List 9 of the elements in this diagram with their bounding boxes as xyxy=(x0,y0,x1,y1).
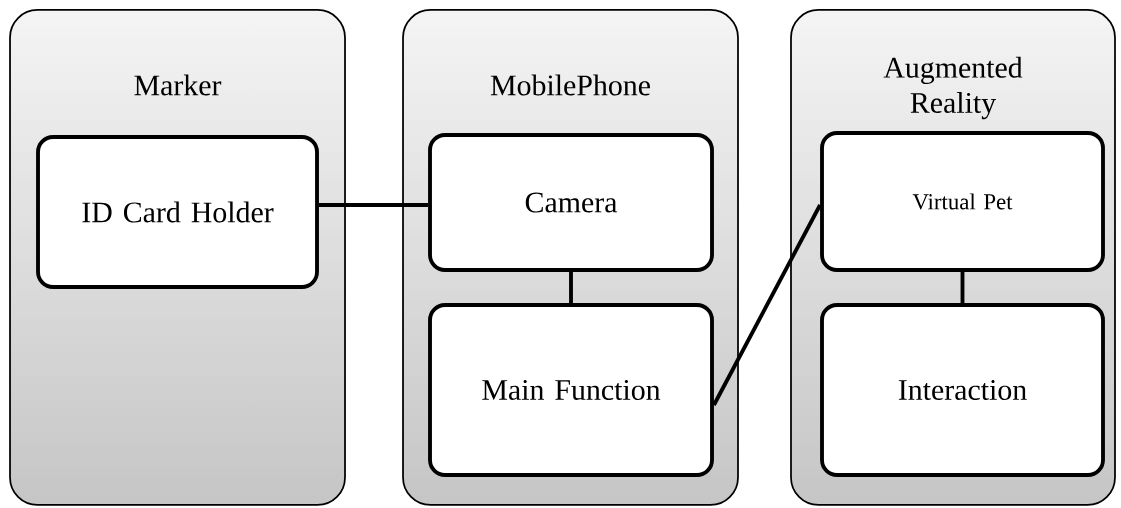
component-box: ID Card Holder xyxy=(36,135,319,289)
component-box: Camera xyxy=(428,133,714,272)
connector-line xyxy=(318,203,429,207)
component-box: Main Function xyxy=(428,303,714,477)
connector-line xyxy=(569,271,573,304)
connector-line xyxy=(712,204,822,406)
component-box: Virtual Pet xyxy=(820,131,1105,272)
component-box: Interaction xyxy=(820,303,1105,477)
connector-line xyxy=(960,271,965,304)
